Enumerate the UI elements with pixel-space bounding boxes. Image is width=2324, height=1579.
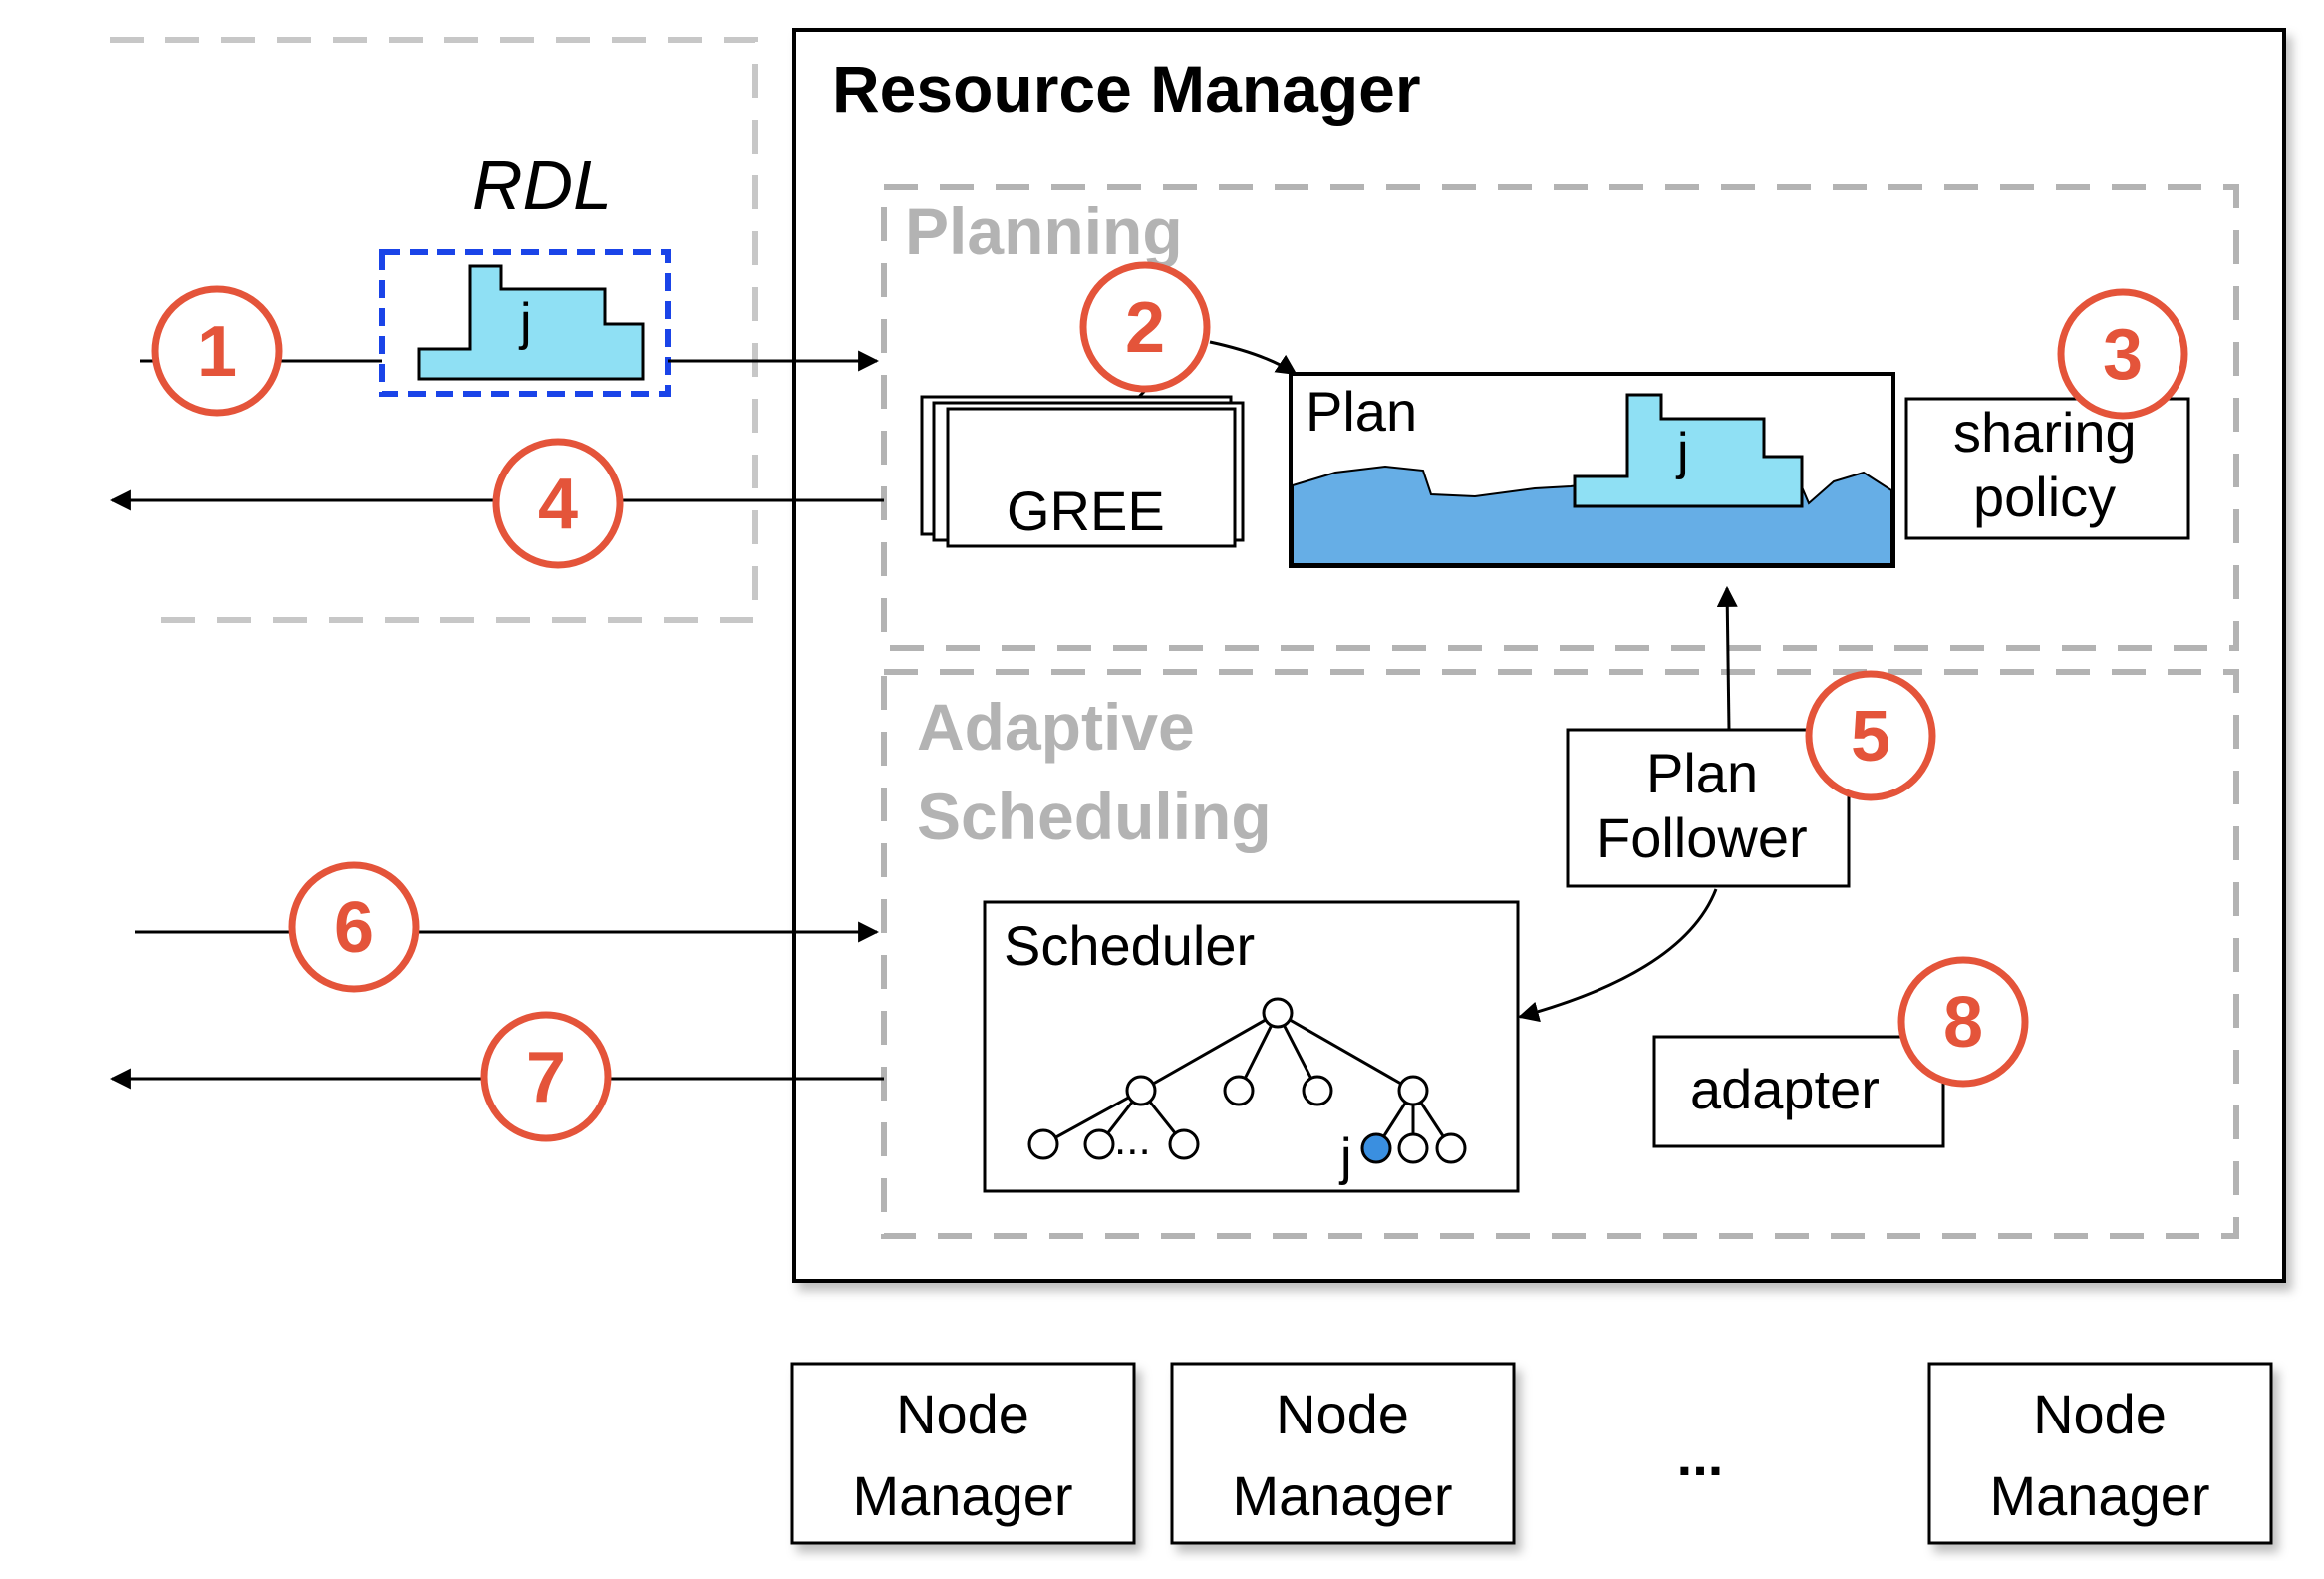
rdl-job-shape — [417, 264, 645, 381]
gree-label: GREE — [1007, 479, 1165, 542]
sharing-policy-box — [1904, 397, 2190, 540]
svg-text:7: 7 — [526, 1038, 566, 1117]
arrow-follower-to-scheduler — [1517, 888, 1718, 1023]
svg-text:Node: Node — [2033, 1383, 2167, 1445]
gree-stack — [920, 395, 1245, 548]
scheduler-tree — [1027, 997, 1467, 1164]
plan-follower-line2: Follower — [1597, 806, 1808, 869]
node-manager-1: Node Manager — [790, 1362, 1136, 1545]
planning-region — [881, 184, 2239, 651]
arrow-follower-to-plan — [1716, 585, 1738, 731]
scheduler-job-label: j — [1338, 1128, 1352, 1186]
adapter-label: adapter — [1690, 1058, 1880, 1120]
step-circle-3: 3 — [2057, 288, 2188, 420]
scheduler-box — [983, 900, 1520, 1193]
svg-text:2: 2 — [1125, 288, 1165, 368]
step-circle-1: 1 — [151, 285, 283, 417]
scheduler-tree-ellipsis: ... — [1114, 1115, 1151, 1164]
resource-manager-title: Resource Manager — [832, 52, 1421, 126]
svg-text:8: 8 — [1943, 983, 1983, 1063]
plan-job-label: j — [1675, 423, 1689, 480]
rdl-request-box — [379, 249, 671, 397]
plan-follower-box — [1566, 728, 1851, 888]
svg-text:Manager: Manager — [1232, 1464, 1452, 1527]
arrow-2-curve — [1209, 340, 1298, 376]
svg-text:Manager: Manager — [1989, 1464, 2209, 1527]
rdl-job-label: j — [518, 293, 532, 351]
step-circle-5: 5 — [1805, 670, 1936, 801]
plan-label: Plan — [1306, 380, 1417, 443]
node-manager-2: Node Manager — [1170, 1362, 1516, 1545]
rdl-label: RDL — [472, 147, 612, 224]
node-manager-ellipsis: ... — [1677, 1424, 1724, 1487]
client-dashed-region — [110, 37, 758, 623]
step-circle-6: 6 — [288, 861, 420, 993]
svg-text:1: 1 — [197, 312, 237, 392]
svg-text:6: 6 — [334, 888, 374, 968]
svg-text:3: 3 — [2103, 315, 2143, 395]
sharing-policy-line2: policy — [1973, 466, 2116, 528]
scheduler-label: Scheduler — [1004, 914, 1255, 977]
svg-text:Node: Node — [896, 1383, 1029, 1445]
step-circle-2: 2 — [1079, 261, 1211, 393]
adaptive-label-line1: Adaptive — [917, 690, 1195, 764]
adaptive-scheduling-region — [881, 669, 2239, 1239]
svg-text:4: 4 — [538, 465, 578, 544]
step-circle-7: 7 — [480, 1011, 612, 1142]
plan-job-shape — [1573, 393, 1804, 508]
svg-text:Manager: Manager — [852, 1464, 1072, 1527]
plan-follower-line1: Plan — [1646, 742, 1758, 804]
svg-text:Node: Node — [1276, 1383, 1409, 1445]
step-circle-4: 4 — [492, 438, 624, 569]
adapter-box — [1652, 1035, 1945, 1148]
svg-text:5: 5 — [1851, 697, 1890, 777]
step-circle-8: 8 — [1897, 956, 2029, 1088]
planning-label: Planning — [905, 194, 1183, 268]
adaptive-label-line2: Scheduling — [917, 780, 1272, 853]
node-manager-3: Node Manager — [1927, 1362, 2273, 1545]
